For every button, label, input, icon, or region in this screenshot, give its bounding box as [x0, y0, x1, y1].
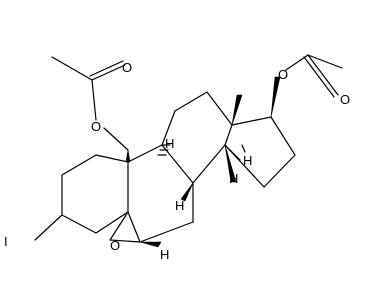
wedge-c14-h	[224, 144, 237, 183]
wedge-c8-h	[180, 182, 194, 202]
h-c8-label: H	[175, 198, 184, 213]
atom-labels: O O O O O I H H H H H H	[0, 0, 350, 262]
bond-lines	[34, 54, 343, 243]
wedge-c6-h	[139, 241, 162, 248]
h-c9-label: H	[165, 136, 174, 151]
h-label: H	[0, 0, 9, 3]
o-carbonyl-c17-label: O	[340, 92, 350, 107]
o-ester-c19-label: O	[91, 119, 101, 134]
o-carbonyl-c19-label: O	[122, 60, 132, 75]
o-ester-c17-label: O	[278, 67, 288, 82]
wedge-c17-o	[270, 76, 281, 118]
h-c6-label: H	[160, 247, 169, 262]
h-c17-label: H	[229, 171, 238, 186]
wedge-c13-methyl	[231, 94, 243, 126]
h-c14-label: H	[243, 153, 252, 168]
wedge-c10-c19	[125, 149, 131, 163]
o-epoxide-label: O	[110, 238, 120, 253]
stereo-wedges	[125, 76, 281, 248]
iodo-label: I	[4, 234, 8, 249]
